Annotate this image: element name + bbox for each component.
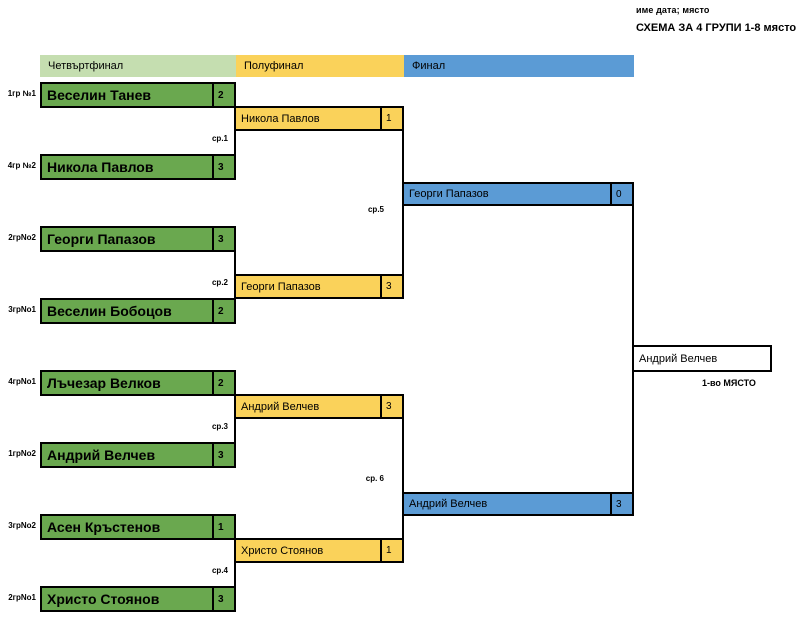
player-name: Андрий Велчев [241, 400, 320, 413]
connector-sf-bottom-lower [402, 504, 404, 563]
match-slot-qf-8[interactable]: Христо Стоянов 3 [40, 586, 236, 612]
match-slot-qf-2[interactable]: Никола Павлов 3 [40, 154, 236, 180]
match-label-6: ср. 6 [365, 474, 384, 483]
player-name: Андрий Велчев [409, 498, 488, 510]
player-score: 3 [212, 228, 234, 250]
player-score: 1 [380, 540, 402, 561]
header-subtitle: име дата; място [636, 5, 710, 15]
player-name: Христо Стоянов [241, 544, 324, 557]
seed-label-7: 3грNo2 [8, 521, 36, 530]
champion-name: Андрий Велчев [639, 352, 718, 365]
player-score: 3 [212, 156, 234, 178]
connector-final-upper [632, 206, 634, 354]
seed-label-5: 4грNo1 [8, 377, 36, 386]
match-slot-sf-3[interactable]: Андрий Велчев 3 [234, 394, 404, 419]
seed-label-8: 2грNo1 [8, 593, 36, 602]
round-header-quarterfinal: Четвъртфинал [40, 55, 236, 77]
seed-label-2: 4гр №2 [7, 161, 36, 170]
player-score: 3 [380, 396, 402, 417]
player-score: 3 [212, 588, 234, 610]
seed-label-4: 3грNo1 [8, 305, 36, 314]
round-header-final: Финал [404, 55, 634, 77]
match-label-4: ср.4 [211, 566, 228, 575]
player-score: 3 [380, 276, 402, 297]
seed-label-3: 2грNo2 [8, 233, 36, 242]
match-slot-qf-7[interactable]: Асен Кръстенов 1 [40, 514, 236, 540]
connector-sf-bottom-upper [402, 419, 404, 504]
match-slot-qf-5[interactable]: Лъчезар Велков 2 [40, 370, 236, 396]
player-name: Георги Папазов [241, 280, 321, 293]
player-name: Андрий Велчев [47, 447, 156, 463]
header-title: СХЕМА ЗА 4 ГРУПИ 1-8 място [636, 22, 797, 34]
match-slot-qf-3[interactable]: Георги Папазов 3 [40, 226, 236, 252]
connector-sf-top-lower [402, 184, 404, 299]
match-slot-sf-4[interactable]: Христо Стоянов 1 [234, 538, 404, 563]
player-score: 2 [212, 84, 234, 106]
player-name: Лъчезар Велков [47, 375, 161, 391]
connector-qf-3 [234, 394, 236, 444]
match-slot-qf-4[interactable]: Веселин Бобоцов 2 [40, 298, 236, 324]
player-score: 1 [212, 516, 234, 538]
player-name: Никола Павлов [241, 112, 320, 125]
seed-label-6: 1грNo2 [8, 449, 36, 458]
match-slot-final-1[interactable]: Георги Папазов 0 [402, 182, 634, 206]
player-score: 1 [380, 108, 402, 129]
match-slot-qf-6[interactable]: Андрий Велчев 3 [40, 442, 236, 468]
match-slot-qf-1[interactable]: Веселин Танев 2 [40, 82, 236, 108]
match-label-5: ср.5 [367, 205, 384, 214]
player-score: 2 [212, 372, 234, 394]
player-name: Веселин Танев [47, 87, 151, 103]
match-slot-sf-1[interactable]: Никола Павлов 1 [234, 106, 404, 131]
player-score: 3 [212, 444, 234, 466]
connector-final-lower [632, 372, 634, 494]
match-label-2: ср.2 [211, 278, 228, 287]
player-name: Георги Папазов [409, 188, 489, 200]
player-score: 2 [212, 300, 234, 322]
match-label-1: ср.1 [211, 134, 228, 143]
player-name: Веселин Бобоцов [47, 303, 172, 319]
player-score: 3 [610, 494, 632, 514]
seed-label-1: 1гр №1 [7, 89, 36, 98]
match-label-3: ср.3 [211, 422, 228, 431]
first-place-label: 1-во МЯСТО [702, 378, 756, 388]
player-score: 0 [610, 184, 632, 204]
connector-qf-1 [234, 106, 236, 156]
player-name: Георги Папазов [47, 231, 156, 247]
player-name: Христо Стоянов [47, 591, 160, 607]
connector-sf-top-upper [402, 131, 404, 184]
champion-box[interactable]: Андрий Велчев [632, 345, 772, 372]
match-slot-final-2[interactable]: Андрий Велчев 3 [402, 492, 634, 516]
player-name: Асен Кръстенов [47, 519, 161, 535]
match-slot-sf-2[interactable]: Георги Папазов 3 [234, 274, 404, 299]
connector-qf-4 [234, 538, 236, 588]
player-name: Никола Павлов [47, 159, 154, 175]
round-header-semifinal: Полуфинал [236, 55, 404, 77]
